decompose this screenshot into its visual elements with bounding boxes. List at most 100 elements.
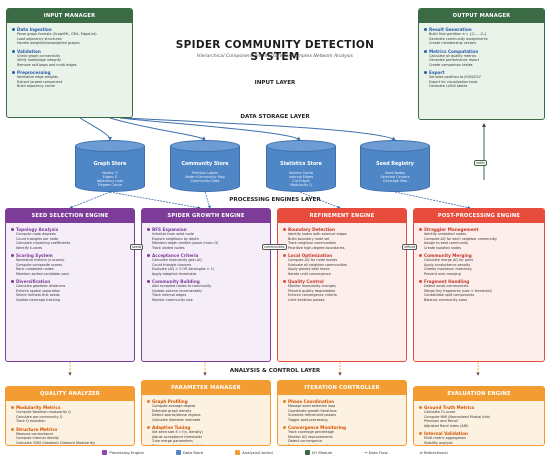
store-item: Nodes: V bbox=[102, 171, 118, 175]
notify-connector-label: notify bbox=[474, 160, 488, 166]
section-item: Tune merge parameters bbox=[152, 439, 193, 443]
section-item: Calculate all quality metrics bbox=[429, 53, 477, 58]
store-item: Adjacency Lists bbox=[96, 179, 124, 183]
section-item: Explore neighbors by depth bbox=[152, 236, 199, 241]
seeds-connector-label: seeds bbox=[130, 244, 144, 250]
section-heading: Metrics Computation bbox=[424, 49, 539, 54]
section-heading: Result Generation bbox=[424, 27, 539, 32]
statistics-store-title: Statistics Store bbox=[280, 162, 322, 167]
legend-label: → Data Flow bbox=[364, 450, 388, 455]
section-heading: Structure Metrics bbox=[11, 427, 129, 432]
section-heading: Community Building bbox=[147, 279, 265, 284]
graph-store: Graph Store Nodes: V Edges: E Adjacency … bbox=[75, 140, 145, 192]
bullet-dot-icon bbox=[419, 254, 422, 257]
section-heading-label: Result Generation bbox=[429, 27, 472, 32]
bullet-dot-icon bbox=[11, 228, 14, 231]
section-item: Track visited nodes bbox=[152, 245, 185, 250]
section-item: Multi-metric aggregation bbox=[424, 436, 467, 440]
section-heading-label: Metrics Computation bbox=[429, 48, 479, 54]
section-heading: Data Ingestion bbox=[12, 27, 127, 32]
legend-label: ⇄ Bidirectional bbox=[419, 450, 448, 455]
bullet-dot-icon bbox=[419, 280, 422, 283]
section-heading: Fragment Handling bbox=[419, 279, 539, 284]
section-heading-label: Boundary Detection bbox=[288, 227, 336, 232]
section-item: Measure conductance bbox=[16, 431, 54, 436]
section-item: Manage seed selection loop bbox=[288, 404, 336, 408]
section-item: Serialize partition to JSON/CSV bbox=[429, 75, 481, 79]
section-item: Count triangle closures bbox=[152, 262, 192, 267]
legend-swatch bbox=[102, 450, 108, 455]
diagram-subtitle: Hierarchical Component Architecture for … bbox=[197, 54, 353, 59]
section-item: Build final partition π = {C₁,...,Cₖ} bbox=[429, 32, 487, 36]
layer-label-input: INPUT LAYER bbox=[254, 80, 296, 86]
section-item: Export for visualization tools bbox=[429, 79, 478, 84]
section-heading: Topology Analysis bbox=[11, 227, 129, 232]
section-item: Apply adaptive thresholds bbox=[152, 271, 197, 276]
section-item: Monitor ΔQ improvements bbox=[288, 434, 333, 439]
layer-label-storage: DATA STORAGE LAYER bbox=[240, 114, 310, 120]
legend-label: I/O Module bbox=[311, 450, 333, 455]
section-heading: Internal Validation bbox=[419, 431, 539, 436]
section-item: Greedy maximum matching bbox=[424, 267, 472, 271]
section-heading-label: Quality Control bbox=[288, 279, 324, 284]
refined-connector-label: refined bbox=[402, 244, 418, 250]
section-item: Generate LaTeX tables bbox=[429, 84, 468, 88]
section-heading-label: Community Building bbox=[152, 279, 200, 284]
section-item: Monitor community size bbox=[152, 297, 193, 302]
legend-item: Processing Engine bbox=[102, 450, 144, 455]
section-heading-label: Export bbox=[429, 70, 445, 75]
section-item: Verify node/edge integrity bbox=[17, 58, 62, 62]
section-heading: Phase Coordination bbox=[283, 399, 401, 404]
legend-label: Processing Engine bbox=[109, 450, 144, 455]
section-heading: Validation bbox=[12, 49, 127, 54]
section-item: Compute ΔQ for each neighbor community bbox=[424, 236, 497, 241]
section-item: Monitor modularity changes bbox=[288, 284, 336, 288]
legend-item: ⇄ Bidirectional bbox=[420, 450, 448, 455]
section-item: Apply greedy best move bbox=[288, 267, 330, 271]
bullet-dot-icon bbox=[283, 400, 286, 403]
bullet-dot-icon bbox=[283, 228, 286, 231]
section-item: Enforce convergence criteria bbox=[288, 293, 337, 297]
store-item: Edges: E bbox=[102, 175, 118, 179]
section-heading: Scoring System bbox=[11, 253, 129, 258]
section-item: Assign to best community bbox=[424, 241, 469, 245]
evaluation-engine-title: EVALUATION ENGINE bbox=[414, 387, 544, 401]
section-item: Parse graph formats (GraphML, GML, EdgeL… bbox=[17, 32, 97, 36]
section-item: Identify unlabeled nodes bbox=[424, 232, 466, 236]
section-item: Compute Newman modularity Q bbox=[16, 410, 71, 414]
section-item: Create isolated nodes bbox=[424, 245, 462, 250]
section-item: Calculate F1-score bbox=[424, 410, 456, 414]
section-item: Check graph connectivity bbox=[17, 53, 61, 58]
section-item: Adjust acceptance thresholds bbox=[152, 434, 203, 439]
legend-label: Analysis/Control bbox=[242, 450, 273, 455]
bullet-dot-icon bbox=[283, 426, 286, 429]
store-item: Selected Centers bbox=[380, 175, 410, 179]
section-item: Schedule refinement passes bbox=[288, 413, 336, 417]
bullet-dot-icon bbox=[424, 28, 427, 31]
section-heading-label: Internal Validation bbox=[424, 431, 468, 436]
section-item: Prevent quality degradation bbox=[288, 288, 336, 293]
section-item: Identify k-cores bbox=[16, 245, 43, 250]
bullet-dot-icon bbox=[419, 406, 422, 409]
section-heading: Adaptive Tuning bbox=[147, 425, 265, 430]
section-item: Compute node degrees bbox=[16, 232, 56, 236]
section-heading: Local Optimization bbox=[283, 253, 401, 258]
section-heading: Quality Control bbox=[283, 279, 401, 284]
section-item: Apply conductance penalty bbox=[424, 262, 471, 267]
section-heading: Export bbox=[424, 70, 539, 75]
section-item: Track internal edges bbox=[152, 293, 187, 297]
section-heading-label: Fragment Handling bbox=[424, 279, 470, 284]
bullet-dot-icon bbox=[12, 71, 15, 74]
section-heading-label: Adaptive Tuning bbox=[152, 425, 191, 430]
section-heading: Acceptance Criteria bbox=[147, 253, 265, 258]
